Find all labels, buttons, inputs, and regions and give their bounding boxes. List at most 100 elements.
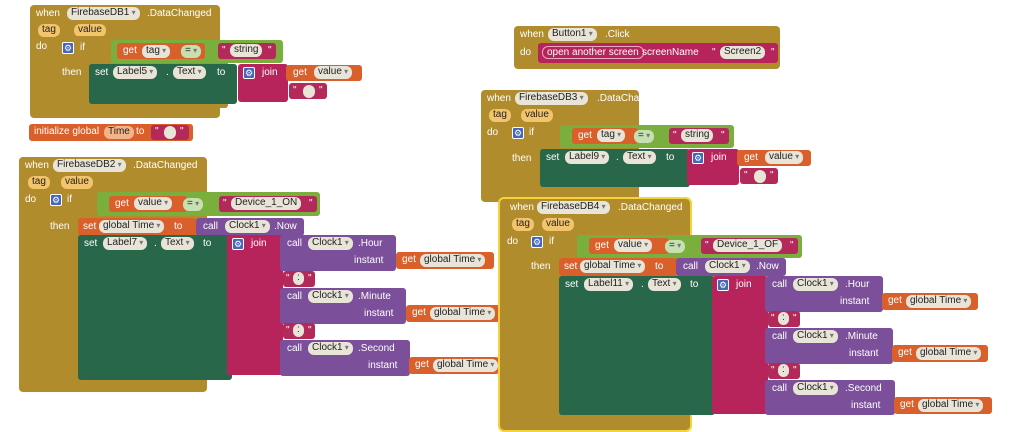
label-dropdown[interactable]: Label11 — [584, 278, 634, 291]
init-global-block[interactable]: initialize global Time to " " — [29, 124, 193, 141]
get-global-block[interactable]: get global Time — [409, 357, 499, 374]
sep-string[interactable]: : — [778, 364, 789, 377]
get-global-block[interactable]: get global Time — [892, 345, 988, 362]
empty-string[interactable] — [164, 126, 176, 139]
component-dropdown[interactable]: FirebaseDB3 — [515, 92, 588, 105]
string-text[interactable]: Device_1_OF — [713, 239, 783, 252]
label-dropdown[interactable]: Label5 — [113, 66, 158, 79]
global-var-dropdown[interactable]: global Time — [430, 307, 496, 320]
set-label-block[interactable]: set Label9 . Text to — [540, 149, 690, 187]
call-hour-block[interactable]: call Clock1 .Hour instant — [280, 235, 396, 271]
get-tag-block[interactable]: get tag — [572, 128, 638, 144]
prop-dropdown[interactable]: Text — [173, 66, 206, 79]
compare-block[interactable]: get value = " Device_1_ON " — [97, 192, 320, 216]
component-dropdown[interactable]: FirebaseDB2 — [53, 159, 126, 172]
component-dropdown[interactable]: Button1 — [548, 28, 597, 41]
sep-string-block[interactable]: " : " — [768, 311, 800, 327]
call-second-block[interactable]: call Clock1 .Second instant — [765, 380, 895, 415]
clock-dropdown[interactable]: Clock1 — [308, 342, 353, 355]
prop-dropdown[interactable]: Text — [161, 237, 194, 250]
set-global-block[interactable]: set global Time to — [559, 258, 677, 276]
prop-dropdown[interactable]: Text — [648, 278, 681, 291]
get-var-dropdown[interactable]: value — [614, 239, 653, 252]
set-label-block[interactable]: set Label5 . Text to — [89, 64, 237, 104]
empty-string-block[interactable]: " " — [740, 168, 778, 184]
sep-string-block[interactable]: " : " — [768, 363, 800, 379]
get-var-dropdown[interactable]: value — [314, 66, 353, 79]
global-var-dropdown[interactable]: global Time — [918, 399, 984, 412]
param-tag[interactable]: tag — [28, 176, 50, 189]
join-block[interactable]: ⚙ join — [712, 276, 768, 414]
eq-operator[interactable]: = — [665, 240, 686, 253]
string-block[interactable]: " string " — [218, 43, 276, 59]
join-block[interactable]: ⚙ join — [227, 235, 283, 375]
param-value[interactable]: value — [74, 24, 106, 37]
gear-icon[interactable]: ⚙ — [531, 236, 543, 248]
call-minute-block[interactable]: call Clock1 .Minute instant — [280, 288, 406, 324]
param-tag[interactable]: tag — [38, 24, 60, 37]
global-var-dropdown[interactable]: global Time — [433, 359, 499, 372]
get-var-dropdown[interactable]: tag — [142, 45, 171, 58]
eq-operator[interactable]: = — [634, 130, 655, 143]
gear-icon[interactable]: ⚙ — [243, 67, 255, 79]
label-dropdown[interactable]: Label9 — [565, 151, 610, 164]
clock-dropdown[interactable]: Clock1 — [308, 237, 353, 250]
param-value[interactable]: value — [521, 109, 553, 122]
param-value[interactable]: value — [542, 218, 574, 231]
get-global-block[interactable]: get global Time — [396, 252, 494, 269]
call-minute-block[interactable]: call Clock1 .Minute instant — [765, 328, 893, 364]
call-hour-block[interactable]: call Clock1 .Hour instant — [765, 276, 883, 312]
string-block[interactable]: " Device_1_OF " — [701, 238, 798, 254]
global-var-dropdown[interactable]: global Time — [916, 347, 982, 360]
compare-block[interactable]: get tag = " string " — [111, 40, 283, 63]
set-label-block[interactable]: set Label11 . Text to — [559, 276, 715, 415]
prop-dropdown[interactable]: Text — [623, 151, 656, 164]
get-global-block[interactable]: get global Time — [406, 305, 500, 322]
get-global-block[interactable]: get global Time — [894, 397, 992, 414]
global-name-field[interactable]: Time — [104, 126, 134, 139]
component-dropdown[interactable]: FirebaseDB4 — [537, 201, 610, 214]
get-value-block[interactable]: get value — [109, 196, 187, 212]
clock-dropdown[interactable]: Clock1 — [308, 290, 353, 303]
join-block[interactable]: ⚙ join — [687, 149, 739, 185]
string-text[interactable]: string — [230, 44, 263, 57]
gear-icon[interactable]: ⚙ — [512, 127, 524, 139]
empty-string[interactable] — [754, 170, 766, 183]
component-dropdown[interactable]: FirebaseDB1 — [67, 7, 140, 20]
sep-string[interactable]: : — [293, 272, 304, 285]
get-global-block[interactable]: get global Time — [882, 293, 978, 310]
param-value[interactable]: value — [61, 176, 93, 189]
screen-name-string[interactable]: Screen2 — [720, 46, 766, 59]
call-now-block[interactable]: call Clock1 .Now — [196, 218, 304, 236]
set-label-block[interactable]: set Label7 . Text to — [78, 235, 232, 380]
clock-dropdown[interactable]: Clock1 — [705, 260, 750, 273]
call-now-block[interactable]: call Clock1 .Now — [676, 258, 786, 276]
gear-icon[interactable]: ⚙ — [717, 279, 729, 291]
param-tag[interactable]: tag — [512, 218, 534, 231]
gear-icon[interactable]: ⚙ — [692, 152, 704, 164]
gear-icon[interactable]: ⚙ — [50, 194, 62, 206]
clock-dropdown[interactable]: Clock1 — [793, 278, 838, 291]
empty-string-block[interactable]: " " — [289, 83, 327, 99]
compare-block[interactable]: get value = " Device_1_OF " — [577, 235, 802, 258]
empty-string[interactable] — [303, 85, 315, 98]
gear-icon[interactable]: ⚙ — [232, 238, 244, 250]
sep-string[interactable]: : — [778, 312, 789, 325]
empty-string-block[interactable]: " " — [151, 125, 189, 140]
clock-dropdown[interactable]: Clock1 — [225, 220, 270, 233]
clock-dropdown[interactable]: Clock1 — [793, 382, 838, 395]
sep-string[interactable]: : — [293, 324, 304, 337]
string-text[interactable]: string — [681, 129, 714, 142]
get-var-dropdown[interactable]: tag — [597, 129, 626, 142]
call-second-block[interactable]: call Clock1 .Second instant — [280, 340, 410, 376]
get-var-dropdown[interactable]: value — [765, 151, 804, 164]
get-value-block[interactable]: get value — [286, 65, 362, 81]
label-dropdown[interactable]: Label7 — [103, 237, 148, 250]
string-block[interactable]: " string " — [669, 128, 729, 144]
get-value-block[interactable]: get value — [737, 150, 811, 166]
string-text[interactable]: Device_1_ON — [231, 197, 302, 210]
open-screen-block[interactable]: open another screen screenName " Screen2… — [538, 43, 778, 63]
clock-dropdown[interactable]: Clock1 — [793, 330, 838, 343]
global-var-dropdown[interactable]: global Time — [580, 260, 646, 273]
set-global-block[interactable]: set global Time to — [78, 218, 196, 236]
